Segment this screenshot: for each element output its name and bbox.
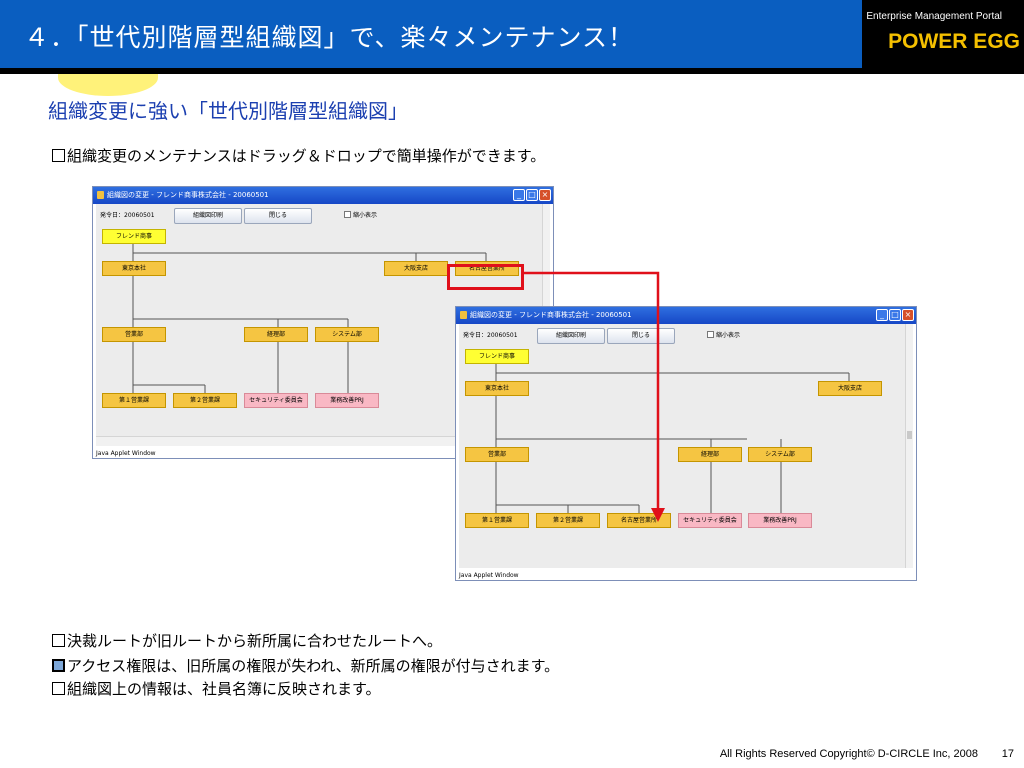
vertical-scrollbar[interactable] [905, 324, 913, 568]
window-controls: _ □ × [513, 189, 551, 201]
section-subtitle: 組織変更に強い「世代別階層型組織図」 [48, 99, 408, 123]
java-cup-icon [460, 311, 467, 319]
window-status: Java Applet Window [96, 450, 156, 457]
bullet-text: アクセス権限は、旧所属の権限が失われ、新所属の権限が付与されます。 [67, 657, 560, 675]
header-bar: ４．「世代別階層型組織図」で、楽々メンテナンス！ [0, 0, 862, 68]
horizontal-scrollbar[interactable] [96, 436, 550, 446]
brand-logo: Enterprise Management Portal POWER EGG [862, 0, 1024, 68]
node-eigyo1[interactable]: 第１営業課 [465, 513, 529, 528]
node-nagoya[interactable]: 名古屋営業所 [607, 513, 671, 528]
maximize-icon[interactable]: □ [526, 189, 538, 201]
node-root[interactable]: フレンド商事 [102, 229, 166, 244]
org-chart-area: フレンド商事 東京本社 大阪支店 名古屋営業所 営業部 経理部 システム部 第１… [98, 228, 540, 430]
applet-toolbar: 発令日：20060501 組織図印刷 閉じる 縮小表示 [98, 208, 540, 224]
node-tokyo[interactable]: 東京本社 [102, 261, 166, 276]
compact-view-checkbox[interactable]: 縮小表示 [707, 328, 740, 344]
close-button[interactable]: 閉じる [244, 208, 312, 224]
bullet-text: 組織図上の情報は、社員名簿に反映されます。 [67, 680, 381, 698]
checkbox-bullet-icon [52, 634, 65, 647]
node-keiri[interactable]: 経理部 [678, 447, 742, 462]
node-security[interactable]: セキュリティ委員会 [244, 393, 308, 408]
node-eigyo[interactable]: 営業部 [102, 327, 166, 342]
bullet-item: アクセス権限は、旧所属の権限が失われ、新所属の権限が付与されます。 [52, 655, 559, 676]
node-gyomu[interactable]: 業務改善PRJ [315, 393, 379, 408]
node-keiri[interactable]: 経理部 [244, 327, 308, 342]
node-eigyo2[interactable]: 第２営業課 [173, 393, 237, 408]
issue-date-label: 発令日：20060501 [463, 332, 518, 339]
org-chart-area: フレンド商事 東京本社 大阪支店 営業部 経理部 システム部 第１営業課 第２営… [461, 348, 903, 552]
checkbox-bullet-icon [52, 659, 65, 672]
brand-name: POWER EGG [888, 30, 1020, 53]
print-org-chart-button[interactable]: 組織図印刷 [537, 328, 605, 344]
node-tokyo[interactable]: 東京本社 [465, 381, 529, 396]
close-icon[interactable]: × [902, 309, 914, 321]
bullet-text: 決裁ルートが旧ルートから新所属に合わせたルートへ。 [67, 632, 443, 650]
print-org-chart-button[interactable]: 組織図印刷 [174, 208, 242, 224]
node-system[interactable]: システム部 [315, 327, 379, 342]
node-eigyo[interactable]: 営業部 [465, 447, 529, 462]
copyright-footer: All Rights Reserved Copyright© D-CIRCLE … [719, 748, 978, 760]
close-button[interactable]: 閉じる [607, 328, 675, 344]
slide-title: ４．「世代別階層型組織図」で、楽々メンテナンス！ [24, 23, 635, 52]
node-root[interactable]: フレンド商事 [465, 349, 529, 364]
applet-window-after: 組織図の変更 - フレンド商事株式会社 - 20060501 _ □ × 発令日… [455, 306, 917, 581]
bullet-item: 決裁ルートが旧ルートから新所属に合わせたルートへ。 [52, 630, 442, 651]
node-osaka[interactable]: 大阪支店 [384, 261, 448, 276]
node-eigyo2[interactable]: 第２営業課 [536, 513, 600, 528]
window-status: Java Applet Window [459, 572, 519, 579]
issue-date-label: 発令日：20060501 [100, 212, 155, 219]
minimize-icon[interactable]: _ [513, 189, 525, 201]
window-titlebar[interactable]: 組織図の変更 - フレンド商事株式会社 - 20060501 [93, 187, 553, 204]
bullet-item: 組織図上の情報は、社員名簿に反映されます。 [52, 678, 381, 699]
maximize-icon[interactable]: □ [889, 309, 901, 321]
window-controls: _ □ × [876, 309, 914, 321]
compact-view-checkbox[interactable]: 縮小表示 [344, 208, 377, 224]
window-title: 組織図の変更 - フレンド商事株式会社 - 20060501 [107, 191, 269, 199]
java-cup-icon [97, 191, 104, 199]
node-security[interactable]: セキュリティ委員会 [678, 513, 742, 528]
intro-bullet: 組織変更のメンテナンスはドラッグ＆ドロップで簡単操作ができます。 [52, 145, 545, 166]
page-number: 17 [1001, 748, 1014, 760]
decorative-swoosh [58, 74, 158, 96]
header-divider [0, 68, 1024, 74]
minimize-icon[interactable]: _ [876, 309, 888, 321]
applet-toolbar: 発令日：20060501 組織図印刷 閉じる 縮小表示 [461, 328, 903, 344]
window-title: 組織図の変更 - フレンド商事株式会社 - 20060501 [470, 311, 632, 319]
window-body: 発令日：20060501 組織図印刷 閉じる 縮小表示 [459, 324, 913, 568]
checkbox-bullet-icon [52, 682, 65, 695]
node-osaka[interactable]: 大阪支店 [818, 381, 882, 396]
org-connector-lines [132, 244, 487, 393]
node-eigyo1[interactable]: 第１営業課 [102, 393, 166, 408]
node-system[interactable]: システム部 [748, 447, 812, 462]
intro-bullet-text: 組織変更のメンテナンスはドラッグ＆ドロップで簡単操作ができます。 [67, 147, 546, 165]
node-gyomu[interactable]: 業務改善PRJ [748, 513, 812, 528]
brand-subtitle: Enterprise Management Portal [866, 11, 1002, 22]
drag-source-highlight [447, 264, 524, 290]
close-icon[interactable]: × [539, 189, 551, 201]
window-titlebar[interactable]: 組織図の変更 - フレンド商事株式会社 - 20060501 [456, 307, 916, 324]
checkbox-bullet-icon [52, 149, 65, 162]
